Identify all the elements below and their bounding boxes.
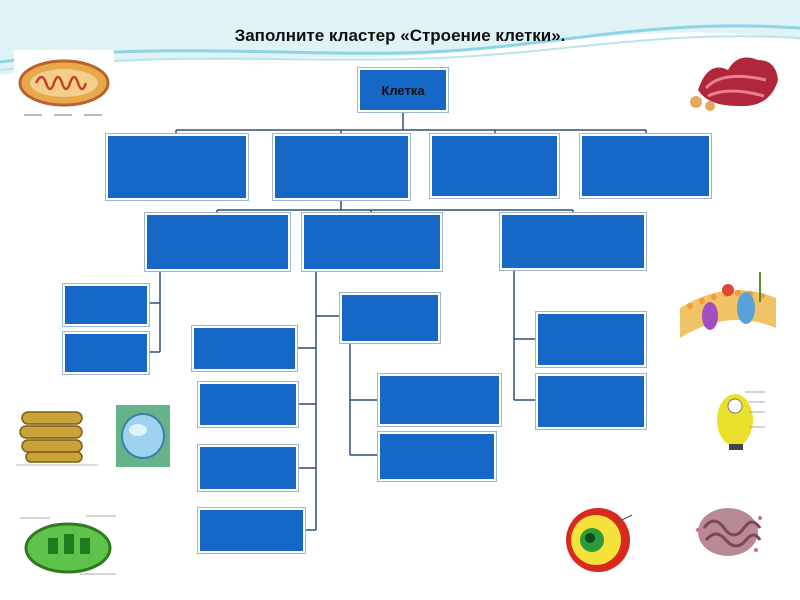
centriole-diagram-illustration — [705, 372, 777, 454]
level2-box-3[interactable] — [500, 213, 646, 270]
leaf-box-left-2[interactable] — [63, 332, 149, 374]
level1-box-4[interactable] — [580, 134, 711, 198]
chloroplast-illustration — [20, 515, 116, 575]
leaf-box-left-1[interactable] — [63, 284, 149, 326]
level1-box-3[interactable] — [430, 134, 559, 198]
leaf-box-mid-2[interactable] — [198, 382, 298, 427]
level1-box-1[interactable] — [106, 134, 248, 200]
leaf-box-mid-3[interactable] — [198, 445, 298, 491]
golgi-apparatus-illustration — [690, 57, 778, 111]
leaf-box-mid-sub-parent[interactable] — [340, 293, 440, 343]
level2-box-1[interactable] — [145, 213, 290, 271]
leaf-box-mid-1[interactable] — [192, 326, 297, 371]
level2-box-2[interactable] — [302, 213, 442, 271]
mitochondrion-illustration — [14, 50, 114, 122]
endoplasmic-reticulum-illustration — [696, 508, 762, 556]
root-node-cell[interactable]: Клетка — [358, 68, 448, 112]
cell-nucleus-section-illustration — [566, 508, 633, 572]
leaf-box-right-2[interactable] — [536, 374, 646, 429]
leaf-box-sub-2[interactable] — [378, 432, 496, 481]
leaf-box-sub-1[interactable] — [378, 374, 501, 426]
cell-membrane-illustration — [680, 268, 776, 350]
vacuole-illustration — [116, 405, 170, 467]
microtubule-bundle-illustration — [16, 411, 98, 466]
level1-box-2[interactable] — [273, 134, 410, 200]
leaf-box-right-1[interactable] — [536, 312, 646, 367]
page-title: Заполните кластер «Строение клетки». — [234, 26, 566, 45]
leaf-box-mid-4[interactable] — [198, 508, 305, 553]
